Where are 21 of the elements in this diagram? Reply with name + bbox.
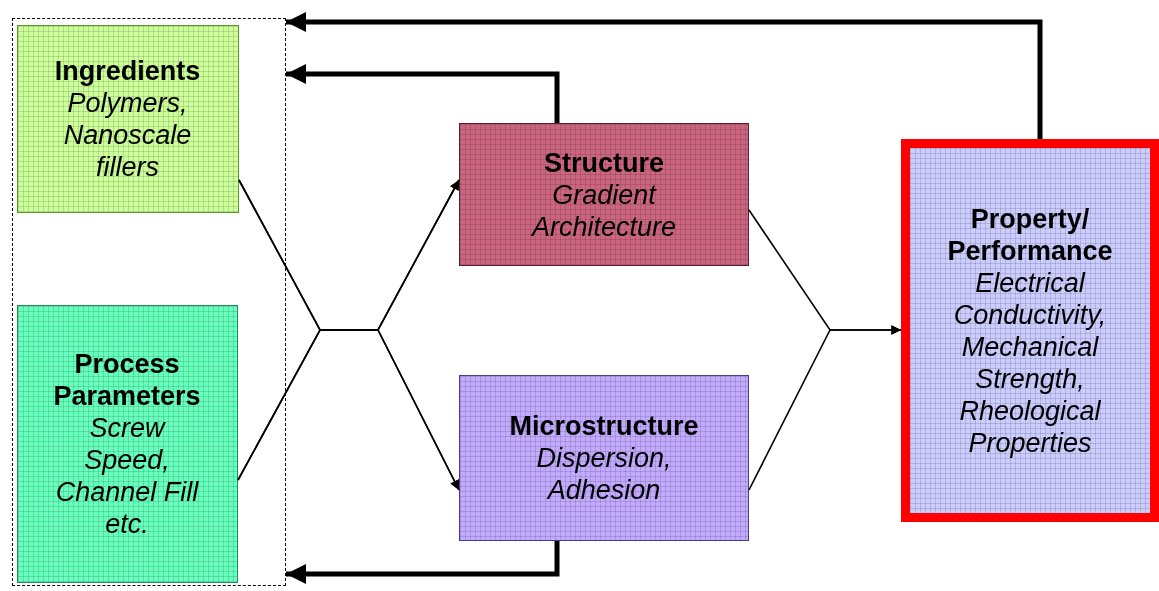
box-title: Property/ Performance	[946, 202, 1114, 267]
box-title: Process Parameters	[52, 347, 202, 412]
box-description: Electrical Conductivity, Mechanical Strength, Rheological Properties	[952, 266, 1108, 459]
box-description: Screw Speed, Channel Fill etc.	[54, 411, 200, 540]
box-title: Ingredients	[54, 54, 201, 87]
dashed-group-box	[12, 18, 286, 586]
feedback-arrow	[286, 12, 1043, 139]
box-title: Structure	[544, 146, 664, 179]
arrow	[237, 329, 460, 491]
feedback-arrow	[286, 64, 560, 123]
box-description: Dispersion, Adhesion	[535, 442, 673, 506]
arrow	[748, 325, 902, 491]
box-description: Gradient Architecture	[530, 178, 678, 243]
box-title: Microstructure	[509, 410, 699, 442]
process-box	[901, 139, 1159, 522]
process-box	[16, 304, 238, 583]
process-box	[16, 24, 239, 213]
box-description: Polymers, Nanoscale fillers	[62, 86, 193, 183]
process-box	[459, 375, 749, 541]
process-box	[459, 123, 749, 266]
feedback-arrow	[286, 541, 560, 584]
